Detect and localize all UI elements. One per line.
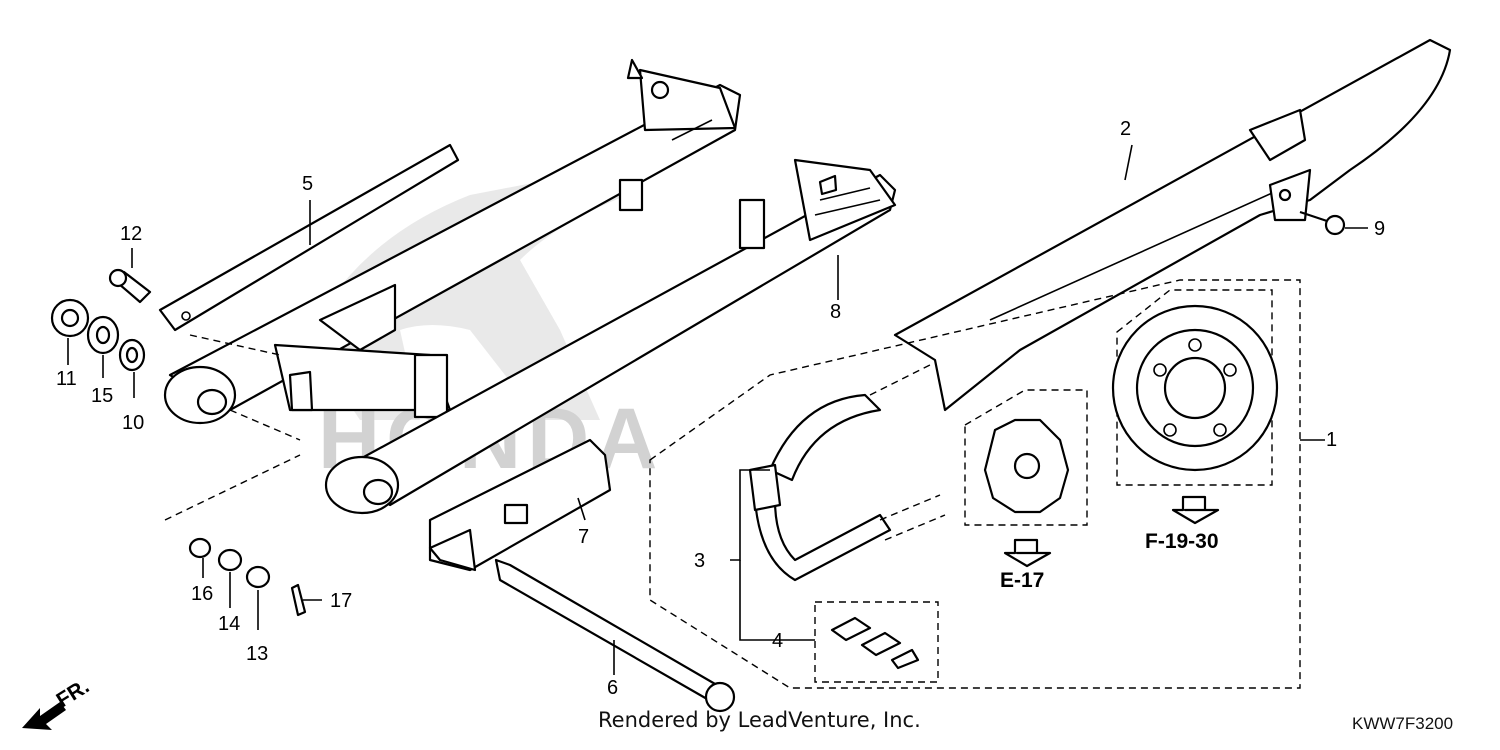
- drive-sprocket-ref: E-17: [1000, 569, 1044, 592]
- leader-lines: [67, 144, 1368, 675]
- chain-slider: [428, 438, 612, 572]
- callout-1: 1: [1326, 429, 1337, 451]
- callout-5: 5: [302, 173, 313, 195]
- diagram-code: KWW7F3200: [1352, 714, 1454, 733]
- drive-chain: [748, 364, 946, 582]
- callout-10: 10: [122, 412, 144, 434]
- callout-labels: 1 2 3 4 5 6 7 8 9 10 11 12 13 14 15 16 1…: [56, 118, 1385, 699]
- callout-8: 8: [830, 301, 841, 323]
- bolt-12: [108, 268, 152, 304]
- front-arrow-icon: [22, 702, 66, 730]
- bolt-9: [1299, 210, 1346, 236]
- driven-sprocket-ref: F-19-30: [1145, 530, 1219, 553]
- pivot-bolt-axle: [494, 558, 736, 713]
- footer-credit: Rendered by LeadVenture, Inc.: [598, 708, 921, 732]
- callout-3: 3: [694, 550, 705, 572]
- callout-4: 4: [772, 630, 783, 652]
- chain-guide-plate: [158, 143, 460, 332]
- callout-12: 12: [120, 223, 142, 245]
- pivot-nut-washers: [50, 298, 146, 372]
- chain-joint-group: [814, 601, 939, 683]
- callout-16: 16: [191, 583, 213, 605]
- adjuster-hardware: [188, 537, 307, 617]
- callout-11: 11: [56, 368, 77, 390]
- swingarm: [163, 58, 897, 515]
- callout-6: 6: [607, 677, 618, 699]
- callout-14: 14: [218, 613, 240, 635]
- callout-17: 17: [330, 590, 352, 612]
- kit-outline: [649, 279, 1301, 689]
- callout-2: 2: [1120, 118, 1131, 140]
- front-direction-marker: FR.: [22, 675, 93, 730]
- callout-7: 7: [578, 526, 589, 548]
- callout-15: 15: [91, 385, 113, 407]
- callout-9: 9: [1374, 218, 1385, 240]
- drive-sprocket-group: E-17: [964, 389, 1088, 592]
- driven-sprocket-group: F-19-30: [1111, 289, 1279, 553]
- chain-case: [893, 38, 1452, 412]
- callout-13: 13: [246, 643, 268, 665]
